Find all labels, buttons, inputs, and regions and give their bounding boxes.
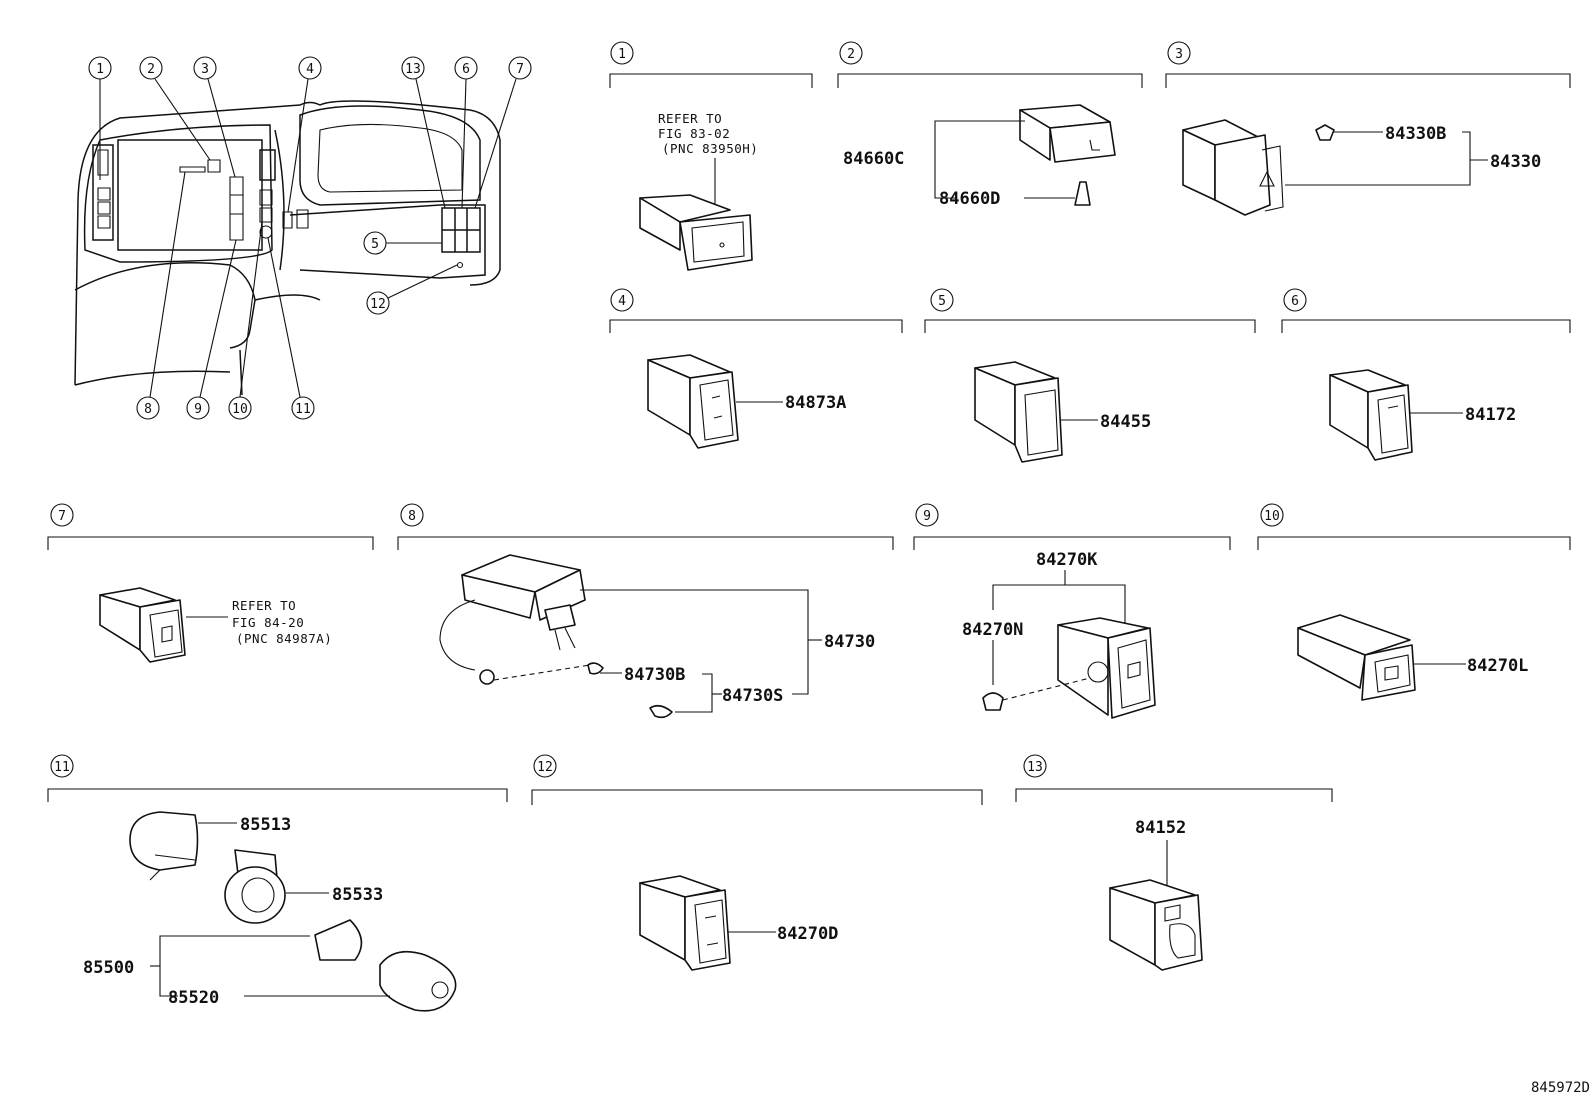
svg-text:84660D: 84660D [939, 189, 1000, 209]
switch-part [974, 361, 1063, 463]
section-11: 11 85513 85533 85500 85520 [47, 754, 508, 1012]
svg-text:84270K: 84270K [1036, 550, 1098, 570]
svg-text:84270L: 84270L [1467, 656, 1528, 676]
overview-callout-4: 4 [287, 56, 322, 213]
switch-part [1057, 617, 1156, 719]
overview-callout-13: 13 [401, 56, 446, 209]
overview-callout-2: 2 [139, 56, 211, 161]
svg-text:84730B: 84730B [624, 665, 685, 685]
overview-callout-6: 6 [454, 56, 478, 209]
svg-text:84730: 84730 [824, 632, 875, 652]
svg-text:3: 3 [201, 62, 209, 77]
overview-callout-9: 9 [186, 239, 237, 420]
svg-text:4: 4 [306, 62, 314, 77]
svg-text:13: 13 [405, 62, 421, 77]
svg-text:84330: 84330 [1490, 152, 1541, 172]
svg-text:(PNC 84987A): (PNC 84987A) [236, 631, 332, 646]
svg-text:84172: 84172 [1465, 405, 1516, 425]
svg-text:5: 5 [938, 294, 946, 309]
section-10: 10 84270L [1257, 503, 1571, 701]
overview-callout-11: 11 [267, 237, 315, 420]
section-9: 9 84270K 84270N [913, 503, 1231, 719]
section-6: 6 84172 [1281, 288, 1571, 461]
section-8: 8 84730 84730B 84730S [397, 503, 894, 719]
svg-text:FIG 83-02: FIG 83-02 [658, 126, 730, 141]
overview-callout-12: 12 [366, 264, 458, 315]
overview-callout-8: 8 [136, 171, 186, 420]
svg-text:8: 8 [144, 402, 152, 417]
svg-text:85533: 85533 [332, 885, 383, 905]
svg-text:11: 11 [54, 760, 70, 775]
svg-text:12: 12 [370, 297, 386, 312]
svg-text:10: 10 [1264, 509, 1280, 524]
svg-text:8: 8 [408, 509, 416, 524]
svg-text:11: 11 [295, 402, 311, 417]
svg-text:13: 13 [1027, 760, 1043, 775]
svg-text:REFER TO: REFER TO [658, 111, 722, 126]
svg-text:9: 9 [194, 402, 202, 417]
overview-callout-7: 7 [474, 56, 532, 209]
svg-text:85500: 85500 [83, 958, 134, 978]
switch-part [1019, 104, 1116, 163]
svg-text:3: 3 [1175, 47, 1183, 62]
section-1: 1 REFER TO FIG 83-02 (PNC 83950H) [609, 41, 813, 271]
overview-callout-1: 1 [88, 56, 112, 180]
svg-text:7: 7 [58, 509, 66, 524]
svg-text:4: 4 [618, 294, 626, 309]
svg-text:10: 10 [232, 402, 248, 417]
switch-part [1329, 369, 1413, 461]
dashboard-overview: 1 2 3 4 13 6 7 [74, 56, 532, 420]
svg-text:REFER TO: REFER TO [232, 598, 296, 613]
svg-text:84270N: 84270N [962, 620, 1023, 640]
svg-text:85520: 85520 [168, 988, 219, 1008]
switch-part [639, 194, 753, 271]
svg-text:6: 6 [462, 62, 470, 77]
section-5: 5 84455 [924, 288, 1256, 463]
module-part [439, 554, 673, 719]
svg-text:85513: 85513 [240, 815, 291, 835]
svg-text:(PNC 83950H): (PNC 83950H) [662, 141, 758, 156]
section-12: 12 84270D [531, 754, 983, 971]
svg-text:1: 1 [618, 47, 626, 62]
svg-text:6: 6 [1291, 294, 1299, 309]
switch-part [1182, 119, 1284, 216]
overview-callout-10: 10 [228, 221, 263, 420]
svg-text:84152: 84152 [1135, 818, 1186, 838]
svg-text:84330B: 84330B [1385, 124, 1446, 144]
svg-text:84873A: 84873A [785, 393, 846, 413]
switch-part [647, 354, 739, 449]
switch-part [639, 875, 731, 971]
section-13: 13 84152 [1015, 754, 1333, 971]
figure-id: 845972D [1531, 1080, 1590, 1096]
svg-text:84270D: 84270D [777, 924, 838, 944]
svg-text:FIG 84-20: FIG 84-20 [232, 615, 304, 630]
svg-text:84730S: 84730S [722, 686, 783, 706]
switch-part [1109, 879, 1203, 971]
svg-text:1: 1 [96, 62, 104, 77]
svg-text:12: 12 [537, 760, 553, 775]
switch-part [1297, 614, 1416, 701]
svg-text:5: 5 [371, 237, 379, 252]
overview-callout-3: 3 [193, 56, 236, 178]
socket-part [129, 811, 457, 1012]
section-7: 7 REFER TO FIG 84-20 (PNC 84987A) [47, 503, 374, 663]
svg-text:2: 2 [147, 62, 155, 77]
svg-text:2: 2 [847, 47, 855, 62]
section-2: 2 84660C 84660D [837, 41, 1143, 209]
section-4: 4 84873A [609, 288, 903, 449]
svg-text:84660C: 84660C [843, 149, 904, 169]
svg-text:84455: 84455 [1100, 412, 1151, 432]
section-3: 3 84330B 84330 [1165, 41, 1571, 216]
overview-callout-5: 5 [363, 231, 442, 255]
svg-text:7: 7 [516, 62, 524, 77]
svg-text:9: 9 [923, 509, 931, 524]
switch-part [99, 587, 186, 663]
